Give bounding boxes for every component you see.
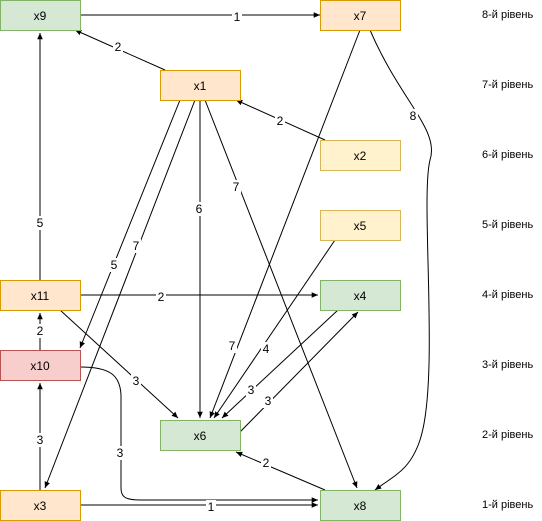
edge-label-bg xyxy=(261,342,271,356)
edge-label-bg xyxy=(131,374,141,388)
node-box xyxy=(0,490,81,521)
edge-weight-x1-x8: 7 xyxy=(233,180,240,194)
edge-x1-x3 xyxy=(44,99,196,489)
edge-weight-x10-x11: 2 xyxy=(37,324,44,338)
edge-x10-x8 xyxy=(79,366,318,503)
node-box xyxy=(320,280,401,311)
nodes-layer: x9 x7 x1 x2 x5 x11 x4 x10 x6 x3 x8 xyxy=(0,0,401,521)
node-x5: x5 xyxy=(320,210,401,241)
level-label: 4-й рівень xyxy=(482,289,533,301)
edge-label-bg xyxy=(131,239,141,253)
edge-weight-x4-x6: 3 xyxy=(248,383,255,397)
node-label: x5 xyxy=(354,219,367,233)
node-x6: x6 xyxy=(160,420,241,451)
node-box xyxy=(0,280,81,311)
node-label: x7 xyxy=(354,9,367,23)
node-box xyxy=(160,420,241,451)
node-x3: x3 xyxy=(0,490,81,521)
edge-x7-x6 xyxy=(209,29,361,419)
edge-label-bg xyxy=(156,290,166,304)
edge-label-bg xyxy=(263,394,273,408)
edge-label-bg xyxy=(109,258,119,272)
edge-x5-x6 xyxy=(213,239,336,419)
node-x8: x8 xyxy=(320,490,401,521)
edge-weight-x7-x6: 7 xyxy=(229,339,236,353)
edge-weight-x7-x8: 8 xyxy=(410,109,417,123)
node-label: x11 xyxy=(31,289,50,303)
edge-label-bg xyxy=(113,40,123,54)
edge-weight-x1-x3: 7 xyxy=(133,239,140,253)
node-x1: x1 xyxy=(160,70,241,101)
edge-label-bg xyxy=(246,383,256,397)
node-box xyxy=(0,350,81,381)
edge-x1-x8 xyxy=(204,99,358,489)
node-box xyxy=(160,70,241,101)
edge-label-bg xyxy=(227,339,237,353)
level-label: 5-й рівень xyxy=(482,219,533,231)
edge-x7-x8 xyxy=(369,29,432,491)
edge-weight-x3-x10: 3 xyxy=(37,433,44,447)
node-label: x2 xyxy=(354,149,367,163)
edge-weight-x8-x6: 2 xyxy=(263,456,270,470)
edge-label-bg xyxy=(275,114,285,128)
node-x7: x7 xyxy=(320,0,401,31)
edge-label-bg xyxy=(206,500,216,514)
node-label: x10 xyxy=(30,359,50,373)
edge-label-bg xyxy=(261,456,271,470)
edge-label-bg xyxy=(232,10,242,24)
level-label: 1-й рівень xyxy=(482,499,533,511)
edge-label-bg xyxy=(35,216,45,230)
node-box xyxy=(320,490,401,521)
edge-weight-x5-x6: 4 xyxy=(263,342,270,356)
node-box xyxy=(320,210,401,241)
node-label: x9 xyxy=(34,9,47,23)
level-label: 3-й рівень xyxy=(482,359,533,371)
edge-weight-x11-x9: 5 xyxy=(37,216,44,230)
edge-x11-x6 xyxy=(59,309,179,419)
edge-x4-x6 xyxy=(221,309,339,419)
edge-weight-x2-x1: 2 xyxy=(277,114,284,128)
edge-label-bg xyxy=(408,109,418,123)
edge-weight-x1-x10: 5 xyxy=(111,258,118,272)
node-x11: x11 xyxy=(0,280,81,311)
edge-weight-x9-x7: 1 xyxy=(234,10,241,24)
edge-weight-x10-x8: 3 xyxy=(117,446,124,460)
node-label: x4 xyxy=(354,289,367,303)
edge-weight-x11-x4: 2 xyxy=(158,290,165,304)
node-x2: x2 xyxy=(320,140,401,171)
edge-weight-x1-x9: 2 xyxy=(115,40,122,54)
node-x9: x9 xyxy=(0,0,81,31)
node-label: x6 xyxy=(194,429,207,443)
node-x4: x4 xyxy=(320,280,401,311)
edge-label-bg xyxy=(231,180,241,194)
level-label: 8-й рівень xyxy=(482,9,533,21)
node-box xyxy=(0,0,81,31)
node-box xyxy=(320,140,401,171)
edge-label-bg xyxy=(115,446,125,460)
edge-label-bg xyxy=(194,202,204,216)
level-label: 7-й рівень xyxy=(482,79,533,91)
edge-x6-x4 xyxy=(239,311,359,433)
node-label: x3 xyxy=(34,499,47,513)
level-label: 6-й рівень xyxy=(482,149,533,161)
level-label: 2-й рівень xyxy=(482,429,533,441)
edge-weight-x1-x6: 6 xyxy=(196,202,203,216)
edge-label-bg xyxy=(35,324,45,338)
node-label: x8 xyxy=(354,499,367,513)
node-x10: x10 xyxy=(0,350,81,381)
edge-x1-x10 xyxy=(79,99,181,349)
node-label: x1 xyxy=(194,79,207,93)
edge-label-bg xyxy=(35,433,45,447)
node-box xyxy=(320,0,401,31)
edge-weight-x6-x4: 3 xyxy=(265,394,272,408)
edge-x8-x6 xyxy=(235,451,326,491)
levels-layer: 8-й рівень 7-й рівень 6-й рівень 5-й рівень… xyxy=(482,9,533,511)
edge-weight-x11-x6: 3 xyxy=(133,374,140,388)
edge-weight-x3-x8: 1 xyxy=(208,500,215,514)
